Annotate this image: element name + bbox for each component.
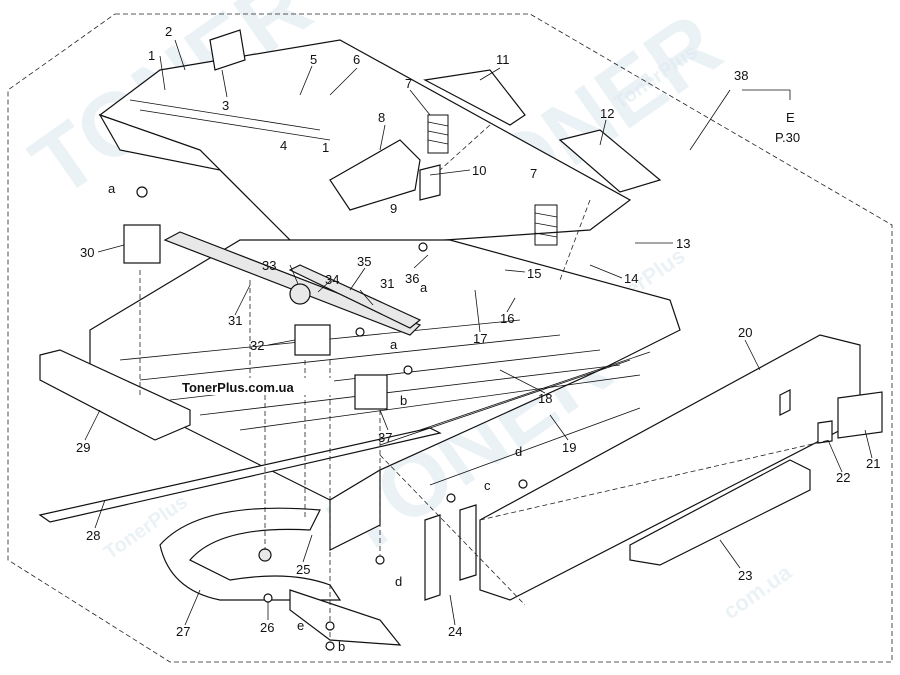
callout-d: d — [395, 574, 402, 589]
callout-7: 7 — [405, 76, 412, 91]
side-plate — [459, 504, 477, 581]
callout-24: 24 — [448, 624, 462, 639]
callout-1: 1 — [322, 140, 329, 155]
callout-c: c — [484, 478, 491, 493]
block-37 — [354, 374, 388, 410]
callout-2: 2 — [165, 24, 172, 39]
upper-frame — [98, 29, 632, 251]
film-sheet-12 — [558, 129, 662, 193]
callout-36: 36 — [405, 271, 419, 286]
screws — [136, 186, 528, 651]
callout-b: b — [400, 393, 407, 408]
callout-16: 16 — [500, 311, 514, 326]
callout-1: 1 — [148, 48, 155, 63]
reference-page: P.30 — [775, 130, 800, 145]
callout-9: 9 — [390, 201, 397, 216]
callout-35: 35 — [357, 254, 371, 269]
callout-25: 25 — [296, 562, 310, 577]
rail-18 — [379, 359, 631, 446]
callout-28: 28 — [86, 528, 100, 543]
callout-38: 38 — [734, 68, 748, 83]
block-32 — [294, 324, 331, 356]
callout-31: 31 — [228, 313, 242, 328]
callout-a: a — [108, 181, 116, 196]
callout-10: 10 — [472, 163, 486, 178]
callout-11: 11 — [496, 52, 510, 67]
assembly-outline — [7, 13, 893, 663]
end-guide — [329, 139, 421, 211]
callout-27: 27 — [176, 624, 190, 639]
callout-15: 15 — [527, 266, 541, 281]
callout-4: 4 — [280, 138, 287, 153]
sector-plate — [159, 507, 342, 601]
callout-26: 26 — [260, 620, 274, 635]
film-sheet-11 — [423, 69, 526, 126]
callout-34: 34 — [325, 272, 339, 287]
lever — [289, 589, 402, 646]
callout-30: 30 — [80, 245, 94, 260]
callout-a: a — [390, 337, 398, 352]
pivot — [258, 548, 272, 562]
handle — [629, 459, 811, 566]
callout-23: 23 — [738, 568, 752, 583]
watermark-site: com.ua — [719, 559, 797, 624]
leader-lines — [84, 39, 873, 626]
callout-d: d — [515, 444, 522, 459]
callout-e: e — [297, 618, 304, 633]
small-guide — [419, 164, 441, 201]
callout-5: 5 — [310, 52, 317, 67]
callouts: 1 1 2 3 4 5 6 7 7 8 9 10 11 12 13 14 15 … — [76, 24, 880, 654]
callout-32: 32 — [250, 338, 264, 353]
callout-20: 20 — [738, 325, 752, 340]
callout-29: 29 — [76, 440, 90, 455]
callout-33: 33 — [262, 258, 276, 273]
callout-22: 22 — [836, 470, 850, 485]
callout-a: a — [420, 280, 428, 295]
long-rail — [38, 427, 442, 523]
callout-8: 8 — [378, 110, 385, 125]
callout-b: b — [338, 639, 345, 654]
site-label: TonerPlus.com.ua — [182, 380, 294, 395]
label-sheet — [837, 391, 883, 439]
callout-17: 17 — [473, 331, 487, 346]
callout-31: 31 — [380, 276, 394, 291]
callout-6: 6 — [353, 52, 360, 67]
callout-19: 19 — [562, 440, 576, 455]
callout-18: 18 — [538, 391, 552, 406]
callout-3: 3 — [222, 98, 229, 113]
callout-7: 7 — [530, 166, 537, 181]
pinion-gear — [289, 283, 311, 305]
gear-rack — [163, 231, 422, 336]
callout-21: 21 — [866, 456, 880, 471]
left-rail — [39, 349, 191, 441]
side-plate — [424, 514, 441, 601]
callout-12: 12 — [600, 106, 614, 121]
callout-13: 13 — [676, 236, 690, 251]
callout-14: 14 — [624, 271, 638, 286]
site-label-bg — [178, 378, 334, 395]
drawer-body — [89, 239, 681, 551]
gear-rack — [288, 264, 422, 329]
callout-37: 37 — [378, 430, 392, 445]
reference-letter: E — [786, 110, 795, 125]
rail-19 — [429, 407, 641, 486]
spring — [427, 114, 449, 154]
spring — [534, 204, 558, 246]
label-small — [817, 420, 833, 444]
block-30 — [123, 224, 161, 264]
